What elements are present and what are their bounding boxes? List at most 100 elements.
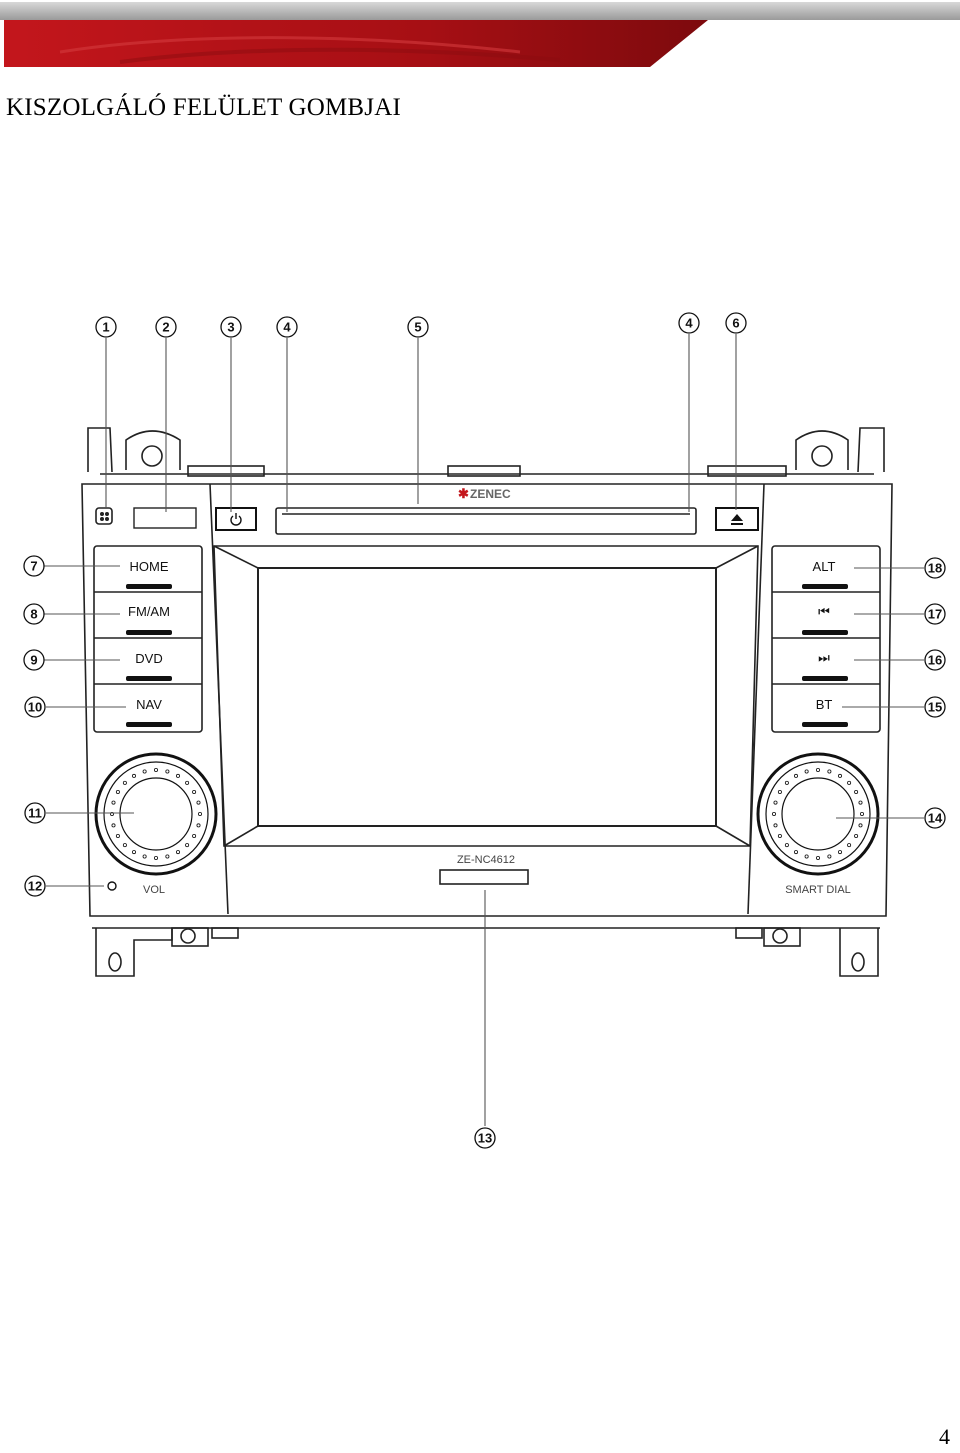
knob-dot xyxy=(192,834,197,839)
callout-12: 12 xyxy=(24,875,46,897)
nav-button[interactable]: NAV xyxy=(136,697,162,712)
brand-logo: ✱ ZENEC xyxy=(458,486,511,501)
volume-knob[interactable] xyxy=(94,752,218,876)
svg-text:13: 13 xyxy=(478,1131,492,1146)
knob-dot xyxy=(794,850,799,855)
smart-dial-knob[interactable] xyxy=(756,752,880,876)
svg-text:4: 4 xyxy=(283,320,291,335)
callout-4: 4 xyxy=(678,312,700,334)
knob-dot xyxy=(142,769,147,774)
callout-6: 6 xyxy=(725,312,747,334)
callout-9: 9 xyxy=(23,649,45,671)
smart-dial-label: SMART DIAL xyxy=(785,884,851,896)
volume-label: VOL xyxy=(143,884,165,896)
callout-5: 5 xyxy=(407,316,429,338)
mic-hole-icon xyxy=(107,881,117,891)
knob-dot xyxy=(838,773,843,778)
knob-dot xyxy=(854,790,859,795)
knob-dot xyxy=(777,790,782,795)
svg-text:1: 1 xyxy=(102,320,109,335)
knob-dot xyxy=(804,769,809,774)
svg-text:7: 7 xyxy=(30,559,37,574)
svg-text:9: 9 xyxy=(30,653,37,668)
callout-13: 13 xyxy=(474,1127,496,1149)
knob-dot xyxy=(784,780,789,785)
knob-dot xyxy=(131,773,136,778)
eject-button[interactable] xyxy=(715,507,759,531)
svg-text:5: 5 xyxy=(414,320,421,335)
svg-text:3: 3 xyxy=(227,320,234,335)
knob-dot xyxy=(847,780,852,785)
callout-11: 11 xyxy=(24,802,46,824)
alt-button[interactable]: ALT xyxy=(813,559,836,574)
callout-7: 7 xyxy=(23,555,45,577)
knob-dot xyxy=(122,780,127,785)
knob-dot xyxy=(111,800,116,805)
knob-dot xyxy=(165,769,170,774)
callout-16: 16 xyxy=(924,649,946,671)
power-icon xyxy=(230,513,242,526)
knob-dot xyxy=(794,773,799,778)
home-button[interactable]: HOME xyxy=(130,559,169,574)
knob-dot xyxy=(777,834,782,839)
knob-dot xyxy=(847,843,852,848)
knob-dot xyxy=(131,850,136,855)
knob-dot xyxy=(185,843,190,848)
callout-15: 15 xyxy=(924,696,946,718)
svg-text:12: 12 xyxy=(28,879,42,894)
model-label: ZE-NC4612 xyxy=(457,854,515,866)
page-title: KISZOLGÁLÓ FELÜLET GOMBJAI xyxy=(6,94,401,121)
svg-text:14: 14 xyxy=(928,811,943,826)
dvd-button[interactable]: DVD xyxy=(135,651,162,666)
svg-text:4: 4 xyxy=(685,316,693,331)
knob-dot xyxy=(804,854,809,859)
knob-dot xyxy=(192,790,197,795)
knob-dot xyxy=(827,854,832,859)
knob-dot xyxy=(858,800,863,805)
knob-dot xyxy=(142,854,147,859)
knob-dot xyxy=(773,800,778,805)
knob-dot xyxy=(860,812,865,817)
knob-dot xyxy=(153,768,158,773)
eject-icon xyxy=(731,514,743,525)
knob-dot xyxy=(838,850,843,855)
knob-dot xyxy=(175,850,180,855)
knob-dot xyxy=(196,823,201,828)
knob-dot xyxy=(185,780,190,785)
svg-text:11: 11 xyxy=(28,806,42,821)
callout-18: 18 xyxy=(924,557,946,579)
knob-dot xyxy=(115,834,120,839)
knob-dot xyxy=(816,856,821,861)
knob-dot xyxy=(165,854,170,859)
knob-dot xyxy=(153,856,158,861)
callout-3: 3 xyxy=(220,316,242,338)
knob-dot xyxy=(772,812,777,817)
bt-button[interactable]: BT xyxy=(816,697,833,712)
device-diagram: ✱ ZENEC ZE-NC4612 HOME FM/AM DVD NAV ALT… xyxy=(0,290,960,1170)
knob-dot xyxy=(827,769,832,774)
knob-dot xyxy=(784,843,789,848)
power-button[interactable] xyxy=(215,507,257,531)
fm-am-button[interactable]: FM/AM xyxy=(128,604,170,619)
previous-track-button[interactable]: ⏮ xyxy=(818,604,830,619)
svg-text:16: 16 xyxy=(928,653,942,668)
callout-8: 8 xyxy=(23,603,45,625)
callout-17: 17 xyxy=(924,603,946,625)
svg-text:✱: ✱ xyxy=(458,486,469,501)
svg-text:6: 6 xyxy=(732,316,739,331)
svg-text:2: 2 xyxy=(162,320,169,335)
header-banner xyxy=(0,2,960,67)
reset-icon xyxy=(100,512,109,521)
knob-dot xyxy=(854,834,859,839)
knob-dot xyxy=(175,773,180,778)
svg-text:10: 10 xyxy=(28,700,42,715)
svg-text:18: 18 xyxy=(928,561,942,576)
callout-2: 2 xyxy=(155,316,177,338)
next-track-button[interactable]: ⏭ xyxy=(818,650,830,665)
knob-dot xyxy=(111,823,116,828)
knob-dot xyxy=(816,768,821,773)
knob-dot xyxy=(773,823,778,828)
radio-front-panel: ✱ ZENEC ZE-NC4612 HOME FM/AM DVD NAV ALT… xyxy=(23,312,946,1149)
callout-1: 1 xyxy=(95,316,117,338)
svg-text:ZENEC: ZENEC xyxy=(470,487,511,501)
